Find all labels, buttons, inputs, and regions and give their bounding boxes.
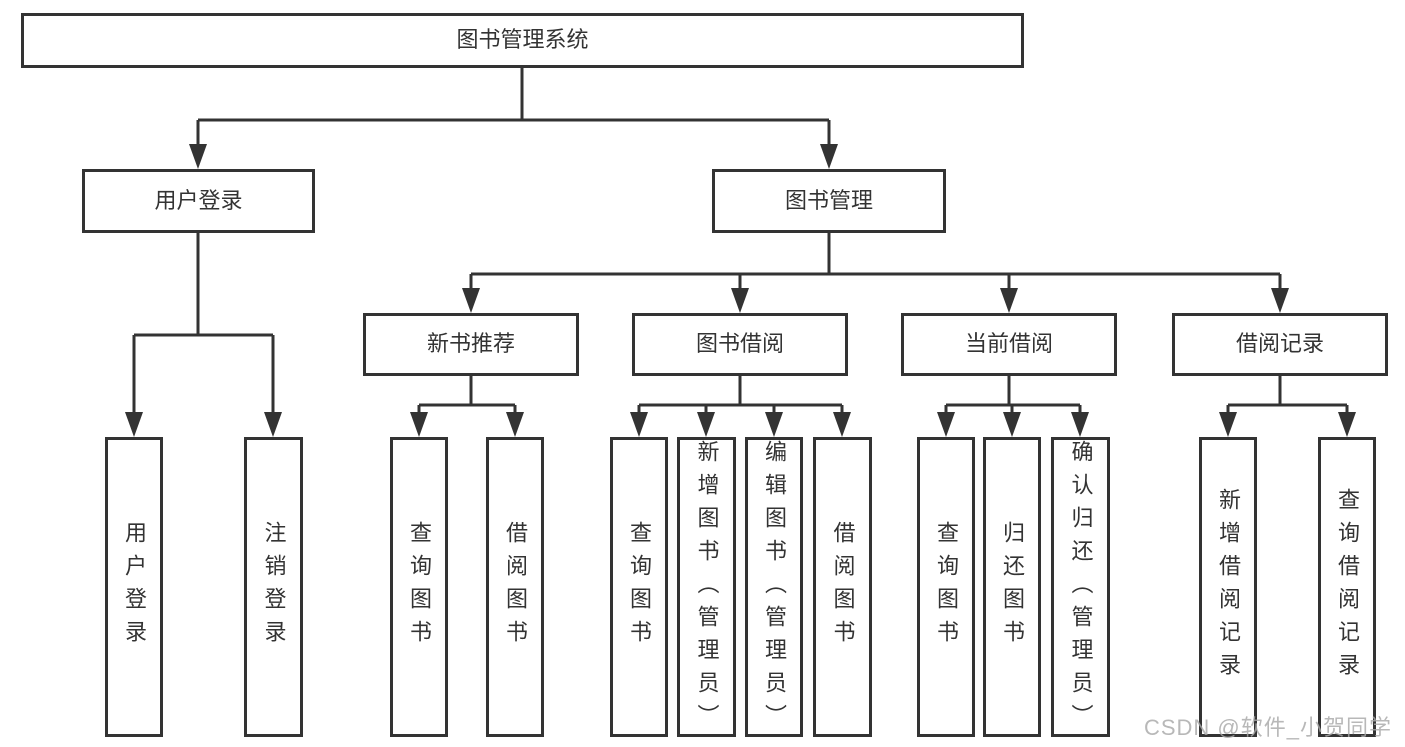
leaf-user-login-label: 用户登录 [122, 521, 147, 653]
connector-user-login-branch [125, 233, 282, 437]
watermark: CSDN @软件_小贺同学 [1143, 715, 1392, 740]
node-book-borrowing: 图书借阅 [632, 313, 848, 376]
connector-borrowing-records-branch [1219, 376, 1356, 437]
leaf-bb-search-books: 查询图书 [610, 437, 668, 737]
leaf-cb-return-books-label: 归还图书 [1000, 521, 1025, 653]
leaf-cb-search-books: 查询图书 [917, 437, 975, 737]
leaf-nbr-search-books-label: 查询图书 [407, 521, 432, 653]
node-book-management: 图书管理 [712, 169, 946, 233]
leaf-br-add-borrow-record-label: 新增借阅记录 [1216, 488, 1241, 686]
connector-root-branch [189, 68, 838, 169]
leaf-nbr-borrow-books: 借阅图书 [486, 437, 544, 737]
leaf-br-search-borrow-record: 查询借阅记录 [1318, 437, 1376, 737]
node-user-login: 用户登录 [82, 169, 315, 233]
leaf-br-search-borrow-record-label: 查询借阅记录 [1335, 488, 1360, 686]
connector-current-borrowing-branch [937, 376, 1089, 437]
leaf-cb-confirm-return-admin: 确认归还（管理员） [1051, 437, 1110, 737]
node-library-management-system: 图书管理系统 [21, 13, 1024, 68]
leaf-user-login: 用户登录 [105, 437, 163, 737]
node-borrowing-records: 借阅记录 [1172, 313, 1388, 376]
leaf-logout-label: 注销登录 [261, 521, 287, 653]
connector-book-borrowing-branch [630, 376, 851, 437]
node-current-borrowing: 当前借阅 [901, 313, 1117, 376]
connector-book-management-branch [462, 233, 1289, 313]
leaf-bb-edit-books-admin: 编辑图书（管理员） [745, 437, 803, 737]
leaf-bb-add-books-admin: 新增图书（管理员） [677, 437, 736, 737]
leaf-bb-add-books-admin-label: 新增图书（管理员） [694, 440, 720, 737]
leaf-nbr-search-books: 查询图书 [390, 437, 448, 737]
connector-new-book-recommendation-branch [410, 376, 524, 437]
leaf-nbr-borrow-books-label: 借阅图书 [503, 521, 528, 653]
leaf-bb-edit-books-admin-label: 编辑图书（管理员） [762, 440, 787, 737]
leaf-bb-borrow-books: 借阅图书 [813, 437, 872, 737]
leaf-cb-return-books: 归还图书 [983, 437, 1041, 737]
leaf-br-add-borrow-record: 新增借阅记录 [1199, 437, 1257, 737]
leaf-bb-borrow-books-label: 借阅图书 [830, 521, 856, 653]
leaf-cb-confirm-return-admin-label: 确认归还（管理员） [1068, 440, 1094, 737]
leaf-logout: 注销登录 [244, 437, 303, 737]
leaf-cb-search-books-label: 查询图书 [934, 521, 959, 653]
leaf-bb-search-books-label: 查询图书 [627, 521, 652, 653]
node-new-book-recommendation: 新书推荐 [363, 313, 579, 376]
